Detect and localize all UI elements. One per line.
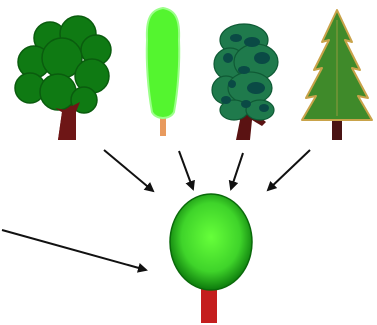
- generic-round-tree-icon: [170, 194, 252, 323]
- conifer-tree-icon: [302, 10, 372, 140]
- arrows: [2, 150, 310, 270]
- arrow-from-poplar: [179, 151, 193, 189]
- arrow-from-outside: [2, 230, 146, 270]
- poplar-tree-icon: [147, 8, 180, 136]
- arrow-from-conifer: [268, 150, 310, 190]
- broadleaf-oak-tree-icon: [15, 16, 111, 140]
- arrow-from-spotted-tree: [231, 153, 243, 189]
- arrow-from-oak: [104, 150, 153, 191]
- spotted-tree-icon: [212, 24, 278, 140]
